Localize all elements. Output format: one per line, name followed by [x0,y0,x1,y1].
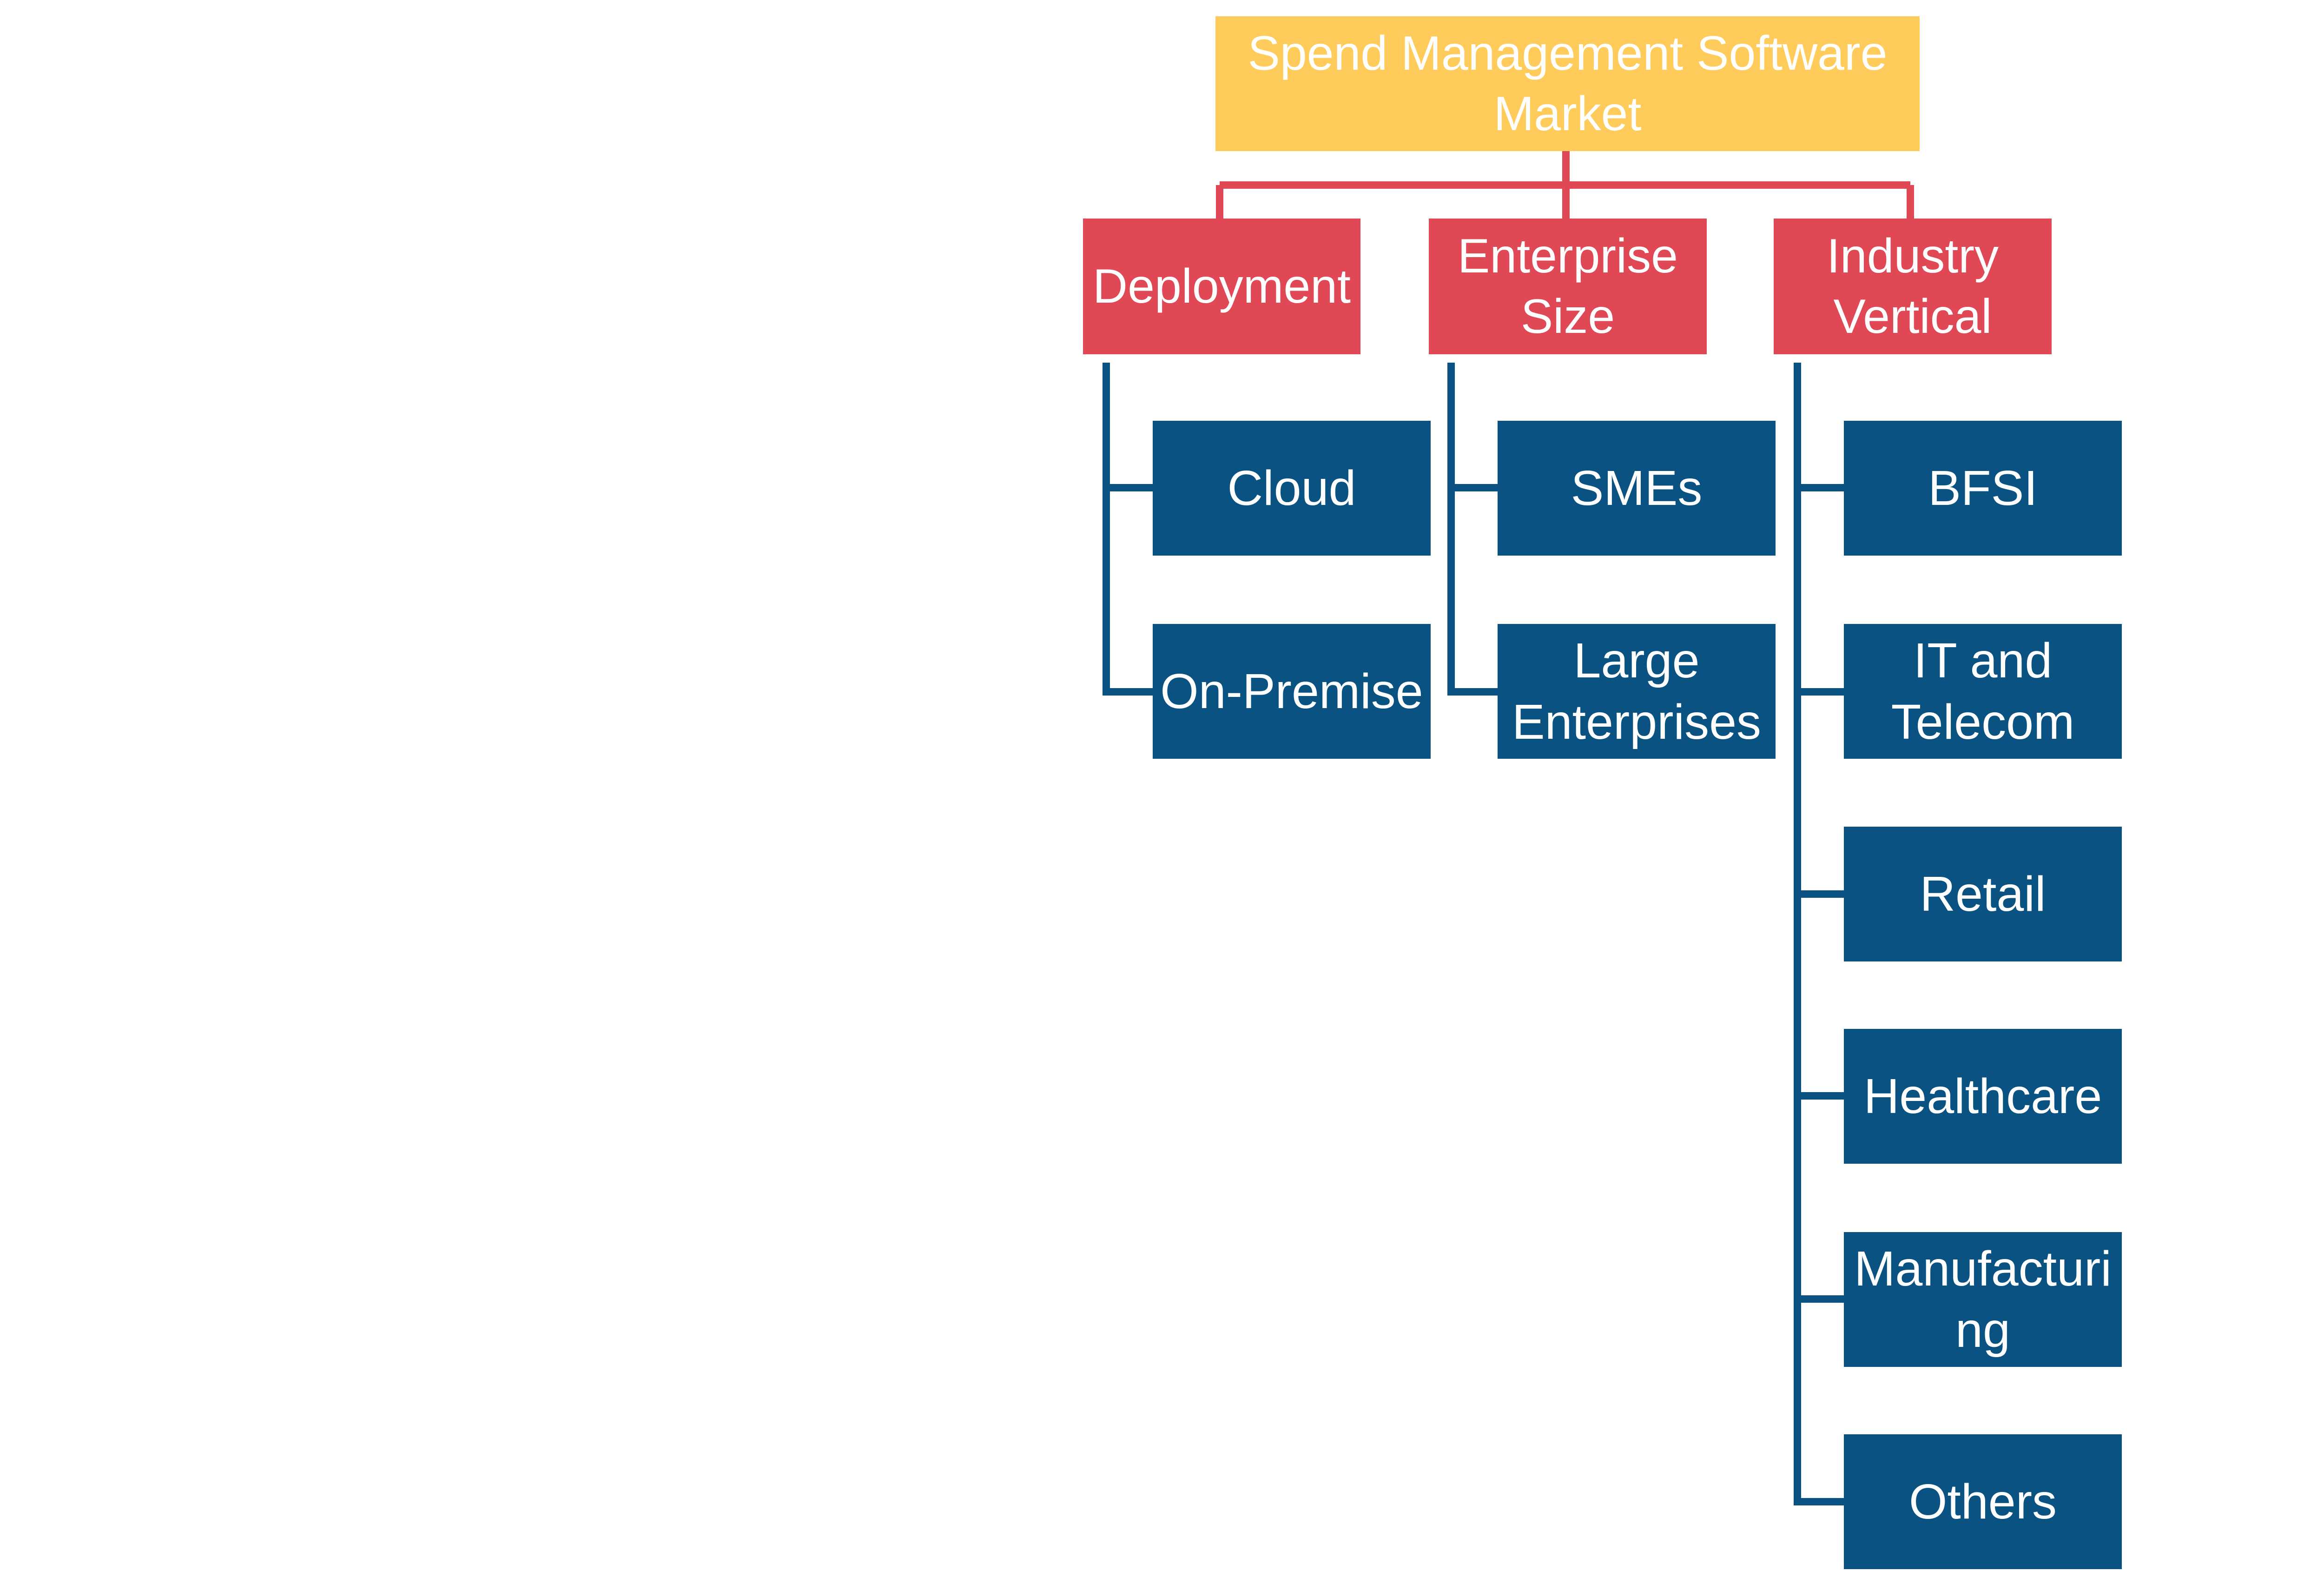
leaf-label: Cloud [1227,460,1356,516]
category-label: Deployment [1093,259,1351,313]
leaf-cloud: Cloud [1153,421,1431,556]
root-node: Spend Management Software Market [1215,16,1920,151]
leaf-label: Large Enterprises [1512,633,1762,750]
category-label: Industry Vertical [1827,229,1999,344]
category-enterprise-size: Enterprise Size [1429,219,1707,354]
leaf-label: Others [1908,1474,2057,1529]
leaf-it-and-telecom: IT and Telecom [1844,624,2122,759]
leaf-label: BFSI [1928,460,2038,516]
leaf-label: Healthcare [1863,1068,2102,1124]
leaf-label: SMEs [1571,460,1703,516]
leaf-on-premise: On-Premise [1153,624,1431,759]
leaf-label: Manufacturi ng [1854,1241,2112,1358]
leaf-label: IT and Telecom [1891,633,2075,750]
category-industry-vertical: Industry Vertical [1774,219,2052,354]
leaf-bfsi: BFSI [1844,421,2122,556]
leaf-smes: SMEs [1498,421,1776,556]
category-deployment: Deployment [1083,219,1360,354]
leaf-healthcare: Healthcare [1844,1029,2122,1164]
root-label: Spend Management Software Market [1248,27,1888,141]
leaf-retail: Retail [1844,827,2122,961]
leaf-label: On-Premise [1160,663,1423,719]
category-label: Enterprise Size [1458,229,1678,344]
leaf-large-enterprises: Large Enterprises [1498,624,1776,759]
leaf-label: Retail [1920,866,2046,921]
leaf-manufacturing: Manufacturi ng [1844,1232,2122,1367]
leaf-others: Others [1844,1434,2122,1569]
